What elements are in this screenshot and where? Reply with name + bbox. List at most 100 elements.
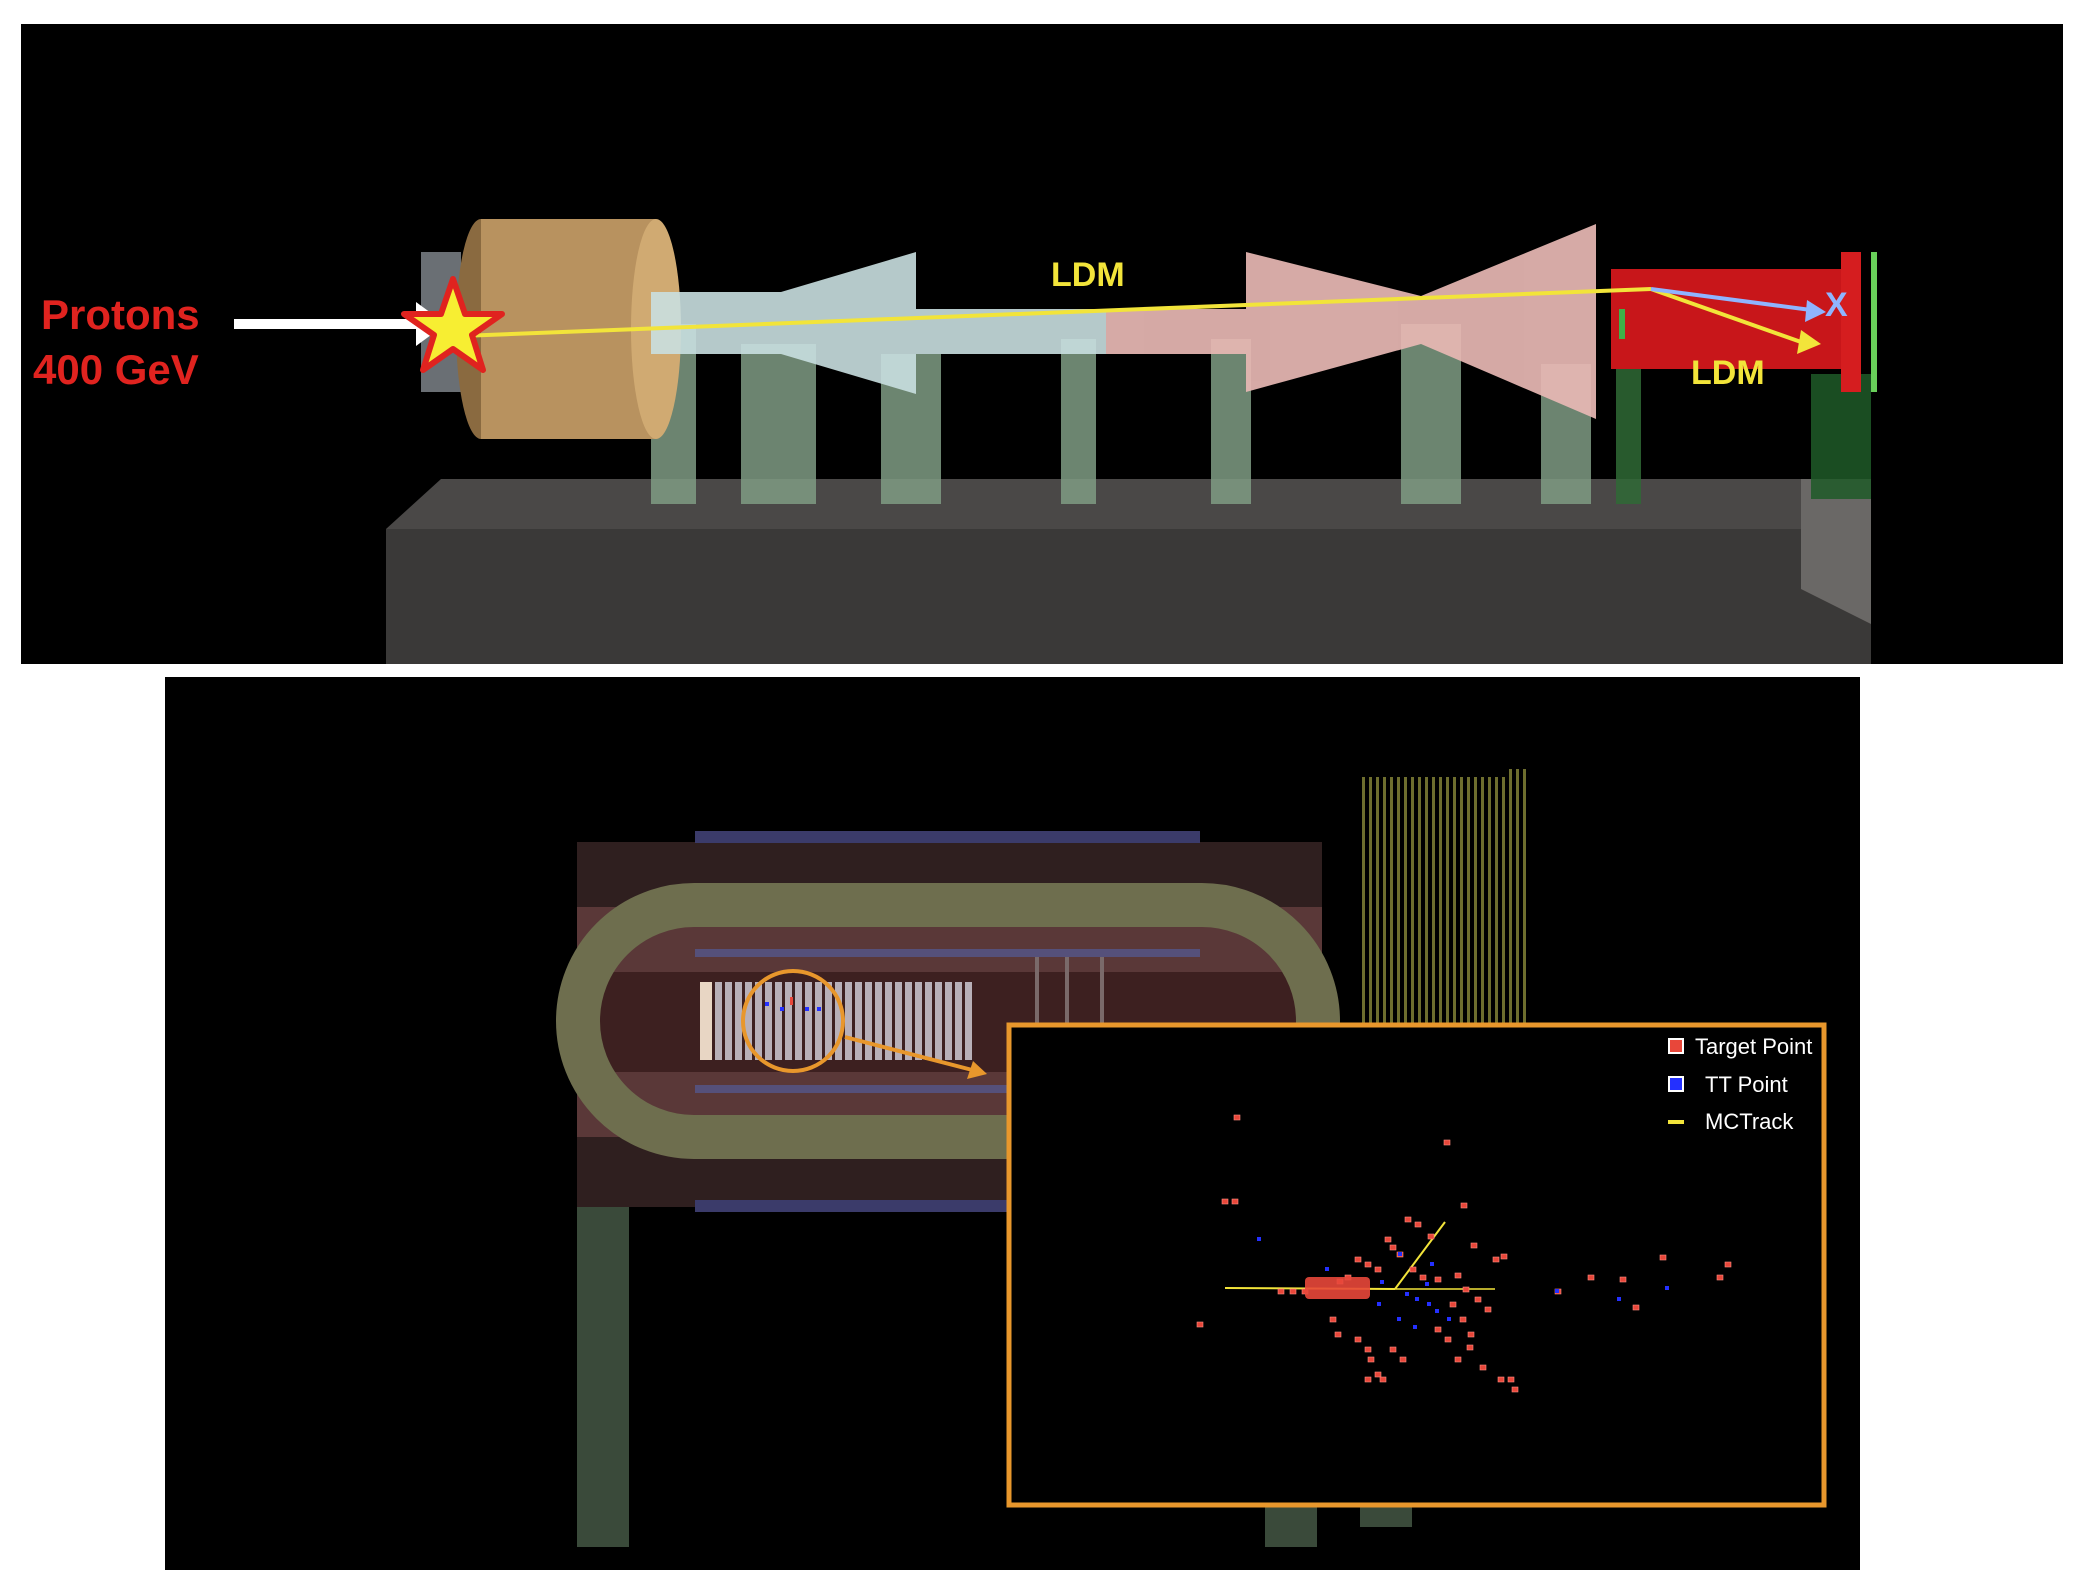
target-point-hit (1389, 1346, 1397, 1353)
floor-slab-top (386, 479, 1871, 529)
target-brick-stack (715, 982, 972, 1060)
tt-point-hit (1430, 1262, 1434, 1266)
target-brick (935, 982, 942, 1060)
tt-point-hit (1398, 1252, 1402, 1256)
target-point-hit (1444, 1336, 1452, 1343)
spectrometer-plane (1488, 777, 1491, 1045)
target-point-hit (1367, 1356, 1375, 1363)
spectrometer-plane (1439, 777, 1442, 1045)
downstream-stations (1035, 957, 1104, 1087)
target-point-hit (1449, 1301, 1457, 1308)
spectrometer-plane (1481, 777, 1484, 1045)
target-point-hit (1443, 1139, 1451, 1146)
target-point-hit (1484, 1306, 1492, 1313)
target-brick (875, 982, 882, 1060)
target-brick (735, 982, 742, 1060)
beamline-drawing: Protons 400 GeV LDM LDM X (33, 219, 1877, 664)
target-brick (715, 982, 722, 1060)
target-brick (845, 982, 852, 1060)
target-point-hit (1454, 1356, 1462, 1363)
detector-drawing: Target Point TT Point MCTrack (556, 769, 1827, 1547)
target-brick (765, 982, 772, 1060)
x-particle-arrowhead (1805, 300, 1826, 322)
target-point-hit (1434, 1326, 1442, 1333)
target-point-hit (1462, 1286, 1470, 1293)
target-brick (905, 982, 912, 1060)
target-brick (965, 982, 972, 1060)
tt-point-hit (1380, 1280, 1384, 1284)
spectrometer-plane (1516, 769, 1519, 1044)
tt-point-hit (1425, 1282, 1429, 1286)
target-point-hit (1466, 1344, 1474, 1351)
target-point-hit (1277, 1288, 1285, 1295)
target-point-hit (1511, 1386, 1519, 1393)
ldm-label-lower: LDM (1691, 354, 1765, 392)
target-brick (855, 982, 862, 1060)
tt-point-hit (1413, 1325, 1417, 1329)
target-brick (835, 982, 842, 1060)
target-event-markers (765, 997, 821, 1011)
target-point-hit (1467, 1331, 1475, 1338)
target-point-hit (1427, 1233, 1435, 1240)
target-point-hit (1329, 1316, 1337, 1323)
inset-frame (1006, 1022, 1827, 1508)
x-particle-label: X (1825, 286, 1848, 324)
target-point-hit (1434, 1276, 1442, 1283)
spectrometer-plane (1432, 777, 1435, 1045)
legend-mctrack: MCTrack (1705, 1109, 1794, 1134)
target-brick (805, 982, 812, 1060)
target-point-hit (1354, 1336, 1362, 1343)
target-brick (825, 982, 832, 1060)
spectrometer-plane (1425, 777, 1428, 1045)
spectrometer-plane (1369, 777, 1372, 1045)
target-point-hit (1459, 1316, 1467, 1323)
detector-event-display: Target Point TT Point MCTrack (165, 677, 1860, 1570)
target-point-hit (1379, 1376, 1387, 1383)
target-point-hit (1587, 1274, 1595, 1281)
tt-point-hit (1325, 1267, 1329, 1271)
target-point-hit (1724, 1261, 1732, 1268)
target-point-hit (1399, 1356, 1407, 1363)
target-brick (795, 982, 802, 1060)
tt-point-hit (1427, 1302, 1431, 1306)
target-brick (885, 982, 892, 1060)
target-point-hit (1632, 1304, 1640, 1311)
spectrometer-plane (1460, 777, 1463, 1045)
mc-track-branch (1394, 1221, 1446, 1290)
target-point-hit (1389, 1244, 1397, 1251)
target-point-hit (1404, 1216, 1412, 1223)
target-brick (895, 982, 902, 1060)
target-point-hit (1231, 1198, 1239, 1205)
target-brick (925, 982, 932, 1060)
target-brick (815, 982, 822, 1060)
tt-point-hit (1405, 1292, 1409, 1296)
legend-target-point: Target Point (1695, 1034, 1812, 1059)
target-brick (945, 982, 952, 1060)
target-point-hit (1460, 1202, 1468, 1209)
spectrometer-plane (1390, 777, 1393, 1045)
target-point-hit (1479, 1364, 1487, 1371)
target-point-hit (1659, 1254, 1667, 1261)
target-point-hit (1474, 1296, 1482, 1303)
muon-spectrometer-planes (1362, 769, 1526, 1045)
spectrometer-plane (1376, 777, 1379, 1045)
target-point-hit (1497, 1376, 1505, 1383)
target-brick (785, 982, 792, 1060)
target-point-hit (1492, 1256, 1500, 1263)
yellow-line-marker (1668, 1120, 1684, 1124)
tt-point-hit (1665, 1286, 1669, 1290)
detector-green-strip (1871, 252, 1877, 392)
inner-plate-bottom (695, 1085, 1200, 1093)
target-point-hit (1374, 1266, 1382, 1273)
target-brick (865, 982, 872, 1060)
target-point-hit (1196, 1321, 1204, 1328)
target-point-hit (1289, 1288, 1297, 1295)
target-point-hit (1233, 1114, 1241, 1121)
spectrometer-plane (1411, 777, 1414, 1045)
spectrometer-plane (1474, 777, 1477, 1045)
spectrometer-plane (1446, 777, 1449, 1045)
floor-slab-end (1801, 479, 1871, 624)
target-brick (755, 982, 762, 1060)
target-point-hit (1716, 1274, 1724, 1281)
top-plate (695, 831, 1200, 843)
